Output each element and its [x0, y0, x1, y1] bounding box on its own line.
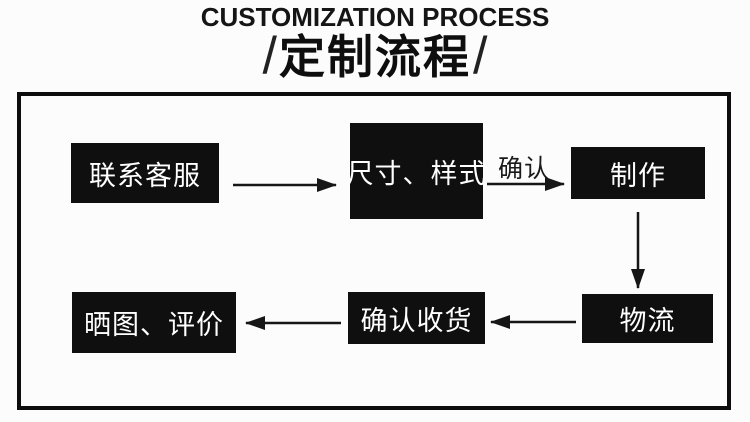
title-chinese-text: 定制流程: [279, 31, 471, 83]
flow-node-label: 联系客服: [89, 160, 201, 191]
flow-node-contact-service: 联系客服: [71, 143, 219, 203]
flow-node-size-style: 尺寸、样式: [347, 123, 486, 219]
flow-node-label: 尺寸、样式: [346, 158, 487, 189]
flow-node-label: 制作: [610, 160, 666, 191]
flow-node-label: 确认收货: [360, 305, 473, 336]
flow-node-logistics: 物流: [582, 294, 713, 343]
title-slash-left: /: [262, 27, 277, 85]
title-chinese: /定制流程/: [0, 30, 750, 83]
diagram-header: CUSTOMIZATION PROCESS /定制流程/: [0, 0, 750, 82]
flow-node-label: 晒图、评价: [84, 310, 224, 340]
flowchart-frame: [17, 92, 731, 410]
flow-node-production: 制作: [571, 147, 705, 199]
flow-node-share-review: 晒图、评价: [72, 292, 236, 353]
flow-node-label: 物流: [619, 306, 676, 336]
edge-label-confirm: 确认: [497, 155, 550, 183]
title-slash-right: /: [473, 27, 488, 85]
title-english: CUSTOMIZATION PROCESS: [200, 2, 550, 32]
flow-node-confirm-receipt: 确认收货: [348, 292, 485, 344]
